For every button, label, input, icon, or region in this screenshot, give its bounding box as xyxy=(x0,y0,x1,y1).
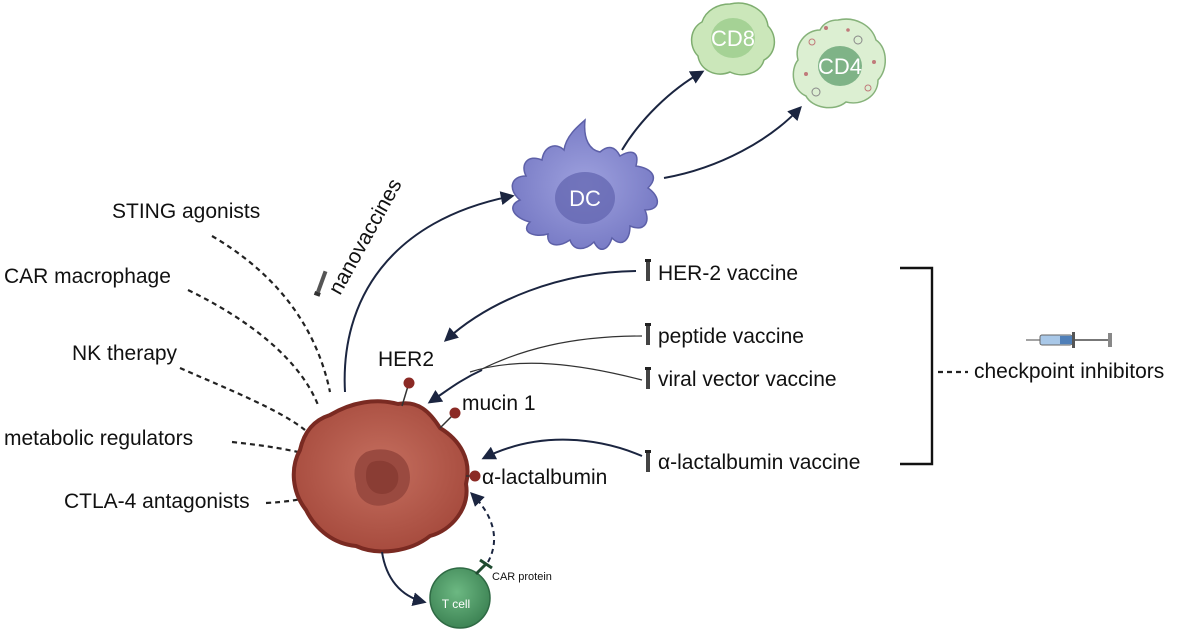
peptide-vaccine-line xyxy=(479,335,643,371)
her2-vaccine-vial-icon xyxy=(645,259,651,281)
cd4-label: CD4 xyxy=(818,54,862,79)
her2-stalk xyxy=(401,385,409,407)
dc-to-cd8-arrow xyxy=(621,70,705,151)
viral-vaccine-line xyxy=(469,362,643,381)
car-macrophage-dashed-line xyxy=(187,289,320,406)
her2-vaccine-label: HER-2 vaccine xyxy=(658,262,798,285)
mucin-antigen-icon xyxy=(449,407,461,419)
sting-agonists-label: STING agonists xyxy=(112,200,260,223)
viral-vector-vaccine-label: viral vector vaccine xyxy=(658,368,837,391)
nanovaccine-syringe-icon xyxy=(313,270,328,297)
lactalbumin-vaccine-vial-icon xyxy=(645,450,651,472)
her2-antigen-icon xyxy=(403,377,415,389)
lactalbumin-label: α-lactalbumin xyxy=(482,466,607,489)
lactalbumin-vaccine-arrow xyxy=(481,438,643,460)
t-cell xyxy=(429,558,493,629)
tumor-to-tcell-arrow xyxy=(381,551,427,607)
metabolic-regulators-label: metabolic regulators xyxy=(4,427,193,450)
ctla4-dashed-line xyxy=(265,494,313,505)
nanovaccines-label: nanovaccines xyxy=(324,175,406,298)
her2-label: HER2 xyxy=(378,348,434,371)
dc-label: DC xyxy=(569,186,601,211)
lactalbumin-vaccine-label: α-lactalbumin vaccine xyxy=(658,451,860,474)
peptide-vaccine-label: peptide vaccine xyxy=(658,325,804,348)
car-receptor-icon xyxy=(474,562,488,576)
dc-to-cd4-arrow xyxy=(663,105,802,179)
car-protein-dashed-arrow xyxy=(470,492,496,563)
vaccine-bracket xyxy=(900,266,934,466)
cd8-label: CD8 xyxy=(711,26,755,51)
car-protein-label: CAR protein xyxy=(492,571,552,583)
cd4-cell xyxy=(792,18,886,109)
cd8-cell xyxy=(690,2,776,76)
viral-vaccine-vial-icon xyxy=(645,367,651,389)
ctla4-antagonists-label: CTLA-4 antagonists xyxy=(64,490,250,513)
lactalbumin-antigen-icon xyxy=(469,470,481,482)
syringe-icon xyxy=(1026,332,1112,348)
dc-cell xyxy=(511,118,659,250)
checkpoint-inhibitors-label: checkpoint inhibitors xyxy=(974,360,1164,383)
mucin-stalk xyxy=(439,415,453,429)
peptide-viral-merge-arrow xyxy=(427,369,483,404)
car-macrophage-label: CAR macrophage xyxy=(4,265,171,288)
sting-dashed-line xyxy=(211,235,332,393)
peptide-vaccine-vial-icon xyxy=(645,323,651,345)
nk-dashed-line xyxy=(179,366,306,431)
mucin-label: mucin 1 xyxy=(462,392,536,415)
t-cell-label: T cell xyxy=(442,597,470,611)
her2-vaccine-arrow xyxy=(443,270,637,342)
tumor-cell xyxy=(291,399,470,554)
metabolic-dashed-line xyxy=(231,440,299,454)
nanovaccine-arrow xyxy=(343,191,515,393)
nk-therapy-label: NK therapy xyxy=(72,342,178,365)
